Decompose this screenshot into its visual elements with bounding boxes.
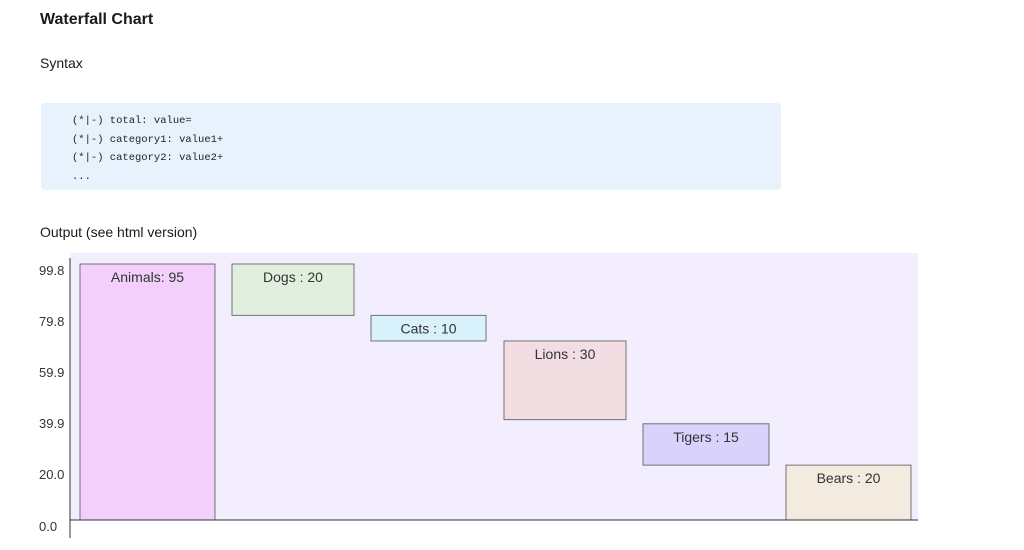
syntax-heading: Syntax xyxy=(40,55,83,71)
code-line: (*|-) category1: value1+ xyxy=(72,133,224,146)
bar-label: Dogs : 20 xyxy=(263,269,323,285)
syntax-code-block: (*|-) total: value= (*|-) category1: val… xyxy=(41,103,781,190)
code-line: (*|-) category2: value2+ xyxy=(72,152,224,164)
waterfall-bar xyxy=(642,423,770,466)
waterfall-bar xyxy=(785,464,912,521)
waterfall-bar xyxy=(503,340,627,421)
bar-label: Tigers : 15 xyxy=(673,429,739,445)
output-heading: Output (see html version) xyxy=(40,224,198,240)
y-tick-label: 99.8 xyxy=(39,263,64,278)
bar-label: Lions : 30 xyxy=(535,346,596,362)
code-line: ... xyxy=(72,170,91,183)
y-tick-label: 79.8 xyxy=(39,314,64,329)
waterfall-bar xyxy=(79,263,216,521)
y-tick-label: 20.0 xyxy=(39,467,64,482)
code-line: (*|-) total: value= xyxy=(72,115,192,127)
bar-label: Bears : 20 xyxy=(817,470,881,486)
y-tick-label: 0.0 xyxy=(39,519,57,534)
y-tick-label: 39.9 xyxy=(39,416,64,431)
waterfall-bar xyxy=(370,314,487,342)
y-tick-label: 59.9 xyxy=(39,365,64,380)
page-title: Waterfall Chart xyxy=(40,11,154,28)
bar-label: Cats : 10 xyxy=(400,320,456,336)
bar-label: Animals: 95 xyxy=(111,269,184,285)
waterfall-bar xyxy=(231,263,355,316)
